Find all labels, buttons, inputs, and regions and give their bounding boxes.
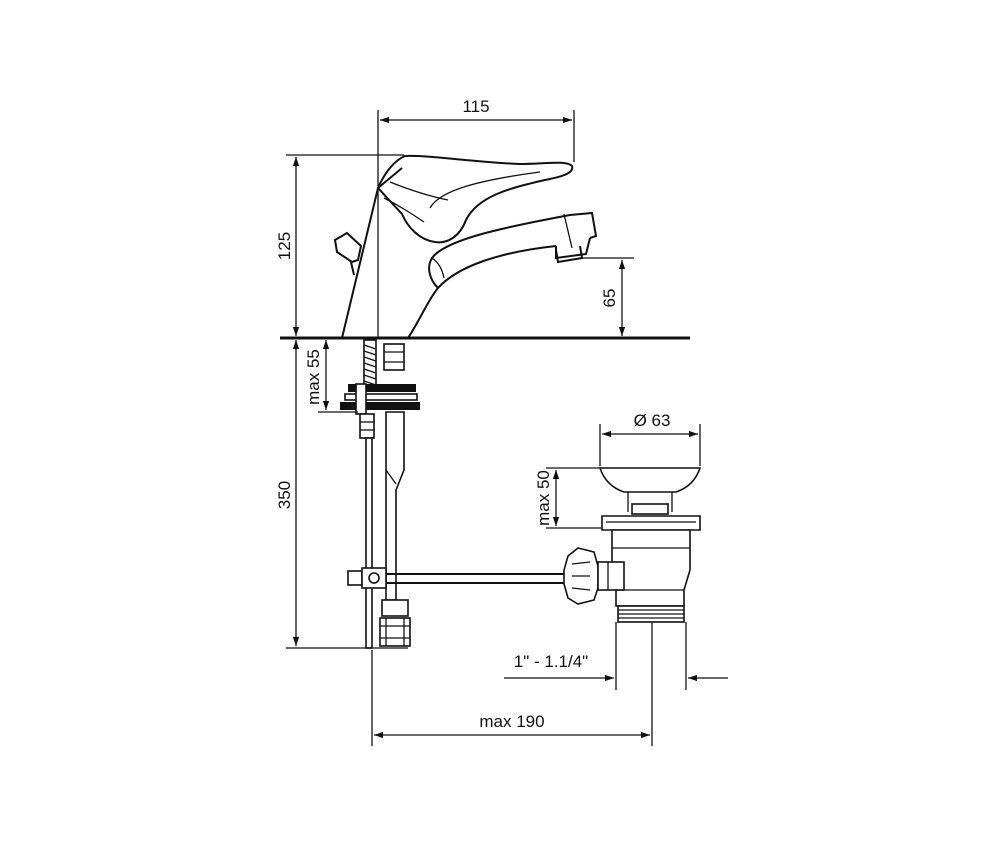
dimension-spout-reach: 115 [462, 97, 489, 116]
dimension-spout-height: 65 [600, 289, 619, 308]
faucet-body [280, 154, 690, 340]
dimension-waste-thread: 1" - 1.1/4" [514, 652, 588, 671]
dimension-lines [286, 110, 728, 746]
dimension-total-height: 125 [275, 232, 294, 260]
dimension-pop-up-length: max 190 [479, 712, 544, 731]
dimension-deck-thickness: max 55 [304, 349, 323, 405]
dimension-waste-height: max 50 [534, 470, 553, 526]
dimension-supply-length: 350 [275, 481, 294, 509]
dimension-waste-diameter: Ø 63 [634, 411, 671, 430]
pop-up-waste [563, 467, 702, 623]
